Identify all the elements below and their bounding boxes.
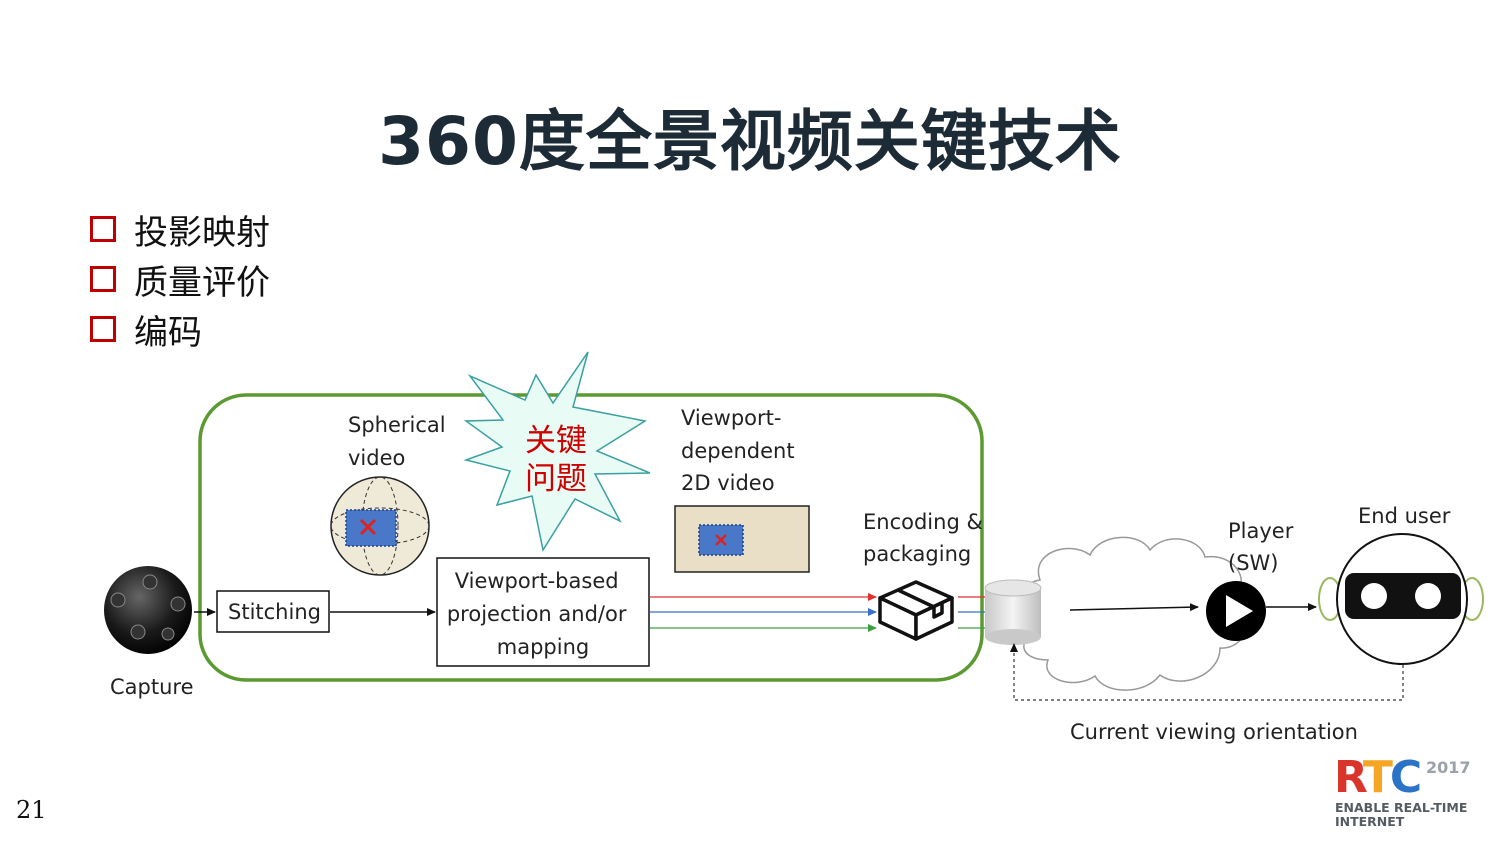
checkbox-square-icon bbox=[90, 266, 116, 292]
pipeline-border bbox=[198, 393, 984, 682]
starburst-text-line2: 问题 bbox=[525, 461, 587, 497]
rtc-logo: RTC 2017 ENABLE REAL-TIME INTERNET bbox=[1334, 756, 1474, 832]
camera-icon bbox=[104, 566, 192, 654]
feedback-path bbox=[1010, 643, 1404, 701]
package-box-icon bbox=[878, 580, 954, 641]
bullet-text: 编码 bbox=[134, 312, 202, 353]
rtc-logo-year: 2017 bbox=[1426, 758, 1471, 777]
encoding-label: Encoding & packaging bbox=[863, 510, 990, 566]
capture-label: Capture bbox=[110, 675, 194, 699]
bullet-text: 投影映射 bbox=[134, 212, 270, 253]
bullet-item: 投影映射 bbox=[90, 204, 270, 254]
page-number: 21 bbox=[16, 796, 47, 824]
play-icon bbox=[1206, 581, 1266, 641]
checkbox-square-icon bbox=[90, 316, 116, 342]
sphere-icon bbox=[330, 476, 430, 576]
key-issue-starburst: 关键 问题 bbox=[463, 351, 651, 552]
checkbox-square-icon bbox=[90, 216, 116, 242]
bullet-item: 编码 bbox=[90, 304, 270, 354]
vr-user-icon bbox=[1318, 533, 1484, 665]
projection-label: Viewport-based projection and/or mapping bbox=[447, 569, 633, 659]
slide-title: 360度全景视频关键技术 bbox=[378, 103, 1122, 180]
rtc-logo-tagline-2: INTERNET bbox=[1335, 814, 1405, 829]
viewport-video-label: Viewport- dependent 2D video bbox=[681, 406, 801, 495]
arrow-network-player bbox=[1069, 603, 1199, 612]
stitching-label: Stitching bbox=[228, 600, 321, 624]
starburst-text-line1: 关键 bbox=[525, 423, 587, 459]
projection-box bbox=[436, 557, 650, 667]
feedback-label: Current viewing orientation bbox=[1070, 720, 1358, 744]
end-user-label: End user bbox=[1358, 504, 1451, 528]
spherical-video-label: Spherical video bbox=[348, 413, 452, 470]
rtc-logo-letters: RTC bbox=[1334, 752, 1422, 803]
server-icon bbox=[984, 579, 1042, 645]
bullet-item: 质量评价 bbox=[90, 254, 270, 304]
player-label: Player (SW) bbox=[1228, 519, 1300, 575]
stitching-box bbox=[216, 590, 330, 633]
rtc-logo-tagline: ENABLE REAL-TIME bbox=[1335, 800, 1468, 815]
video-frame-icon bbox=[674, 505, 810, 573]
bullet-text: 质量评价 bbox=[134, 262, 270, 303]
bullet-list: 投影映射 质量评价 编码 bbox=[90, 204, 270, 354]
